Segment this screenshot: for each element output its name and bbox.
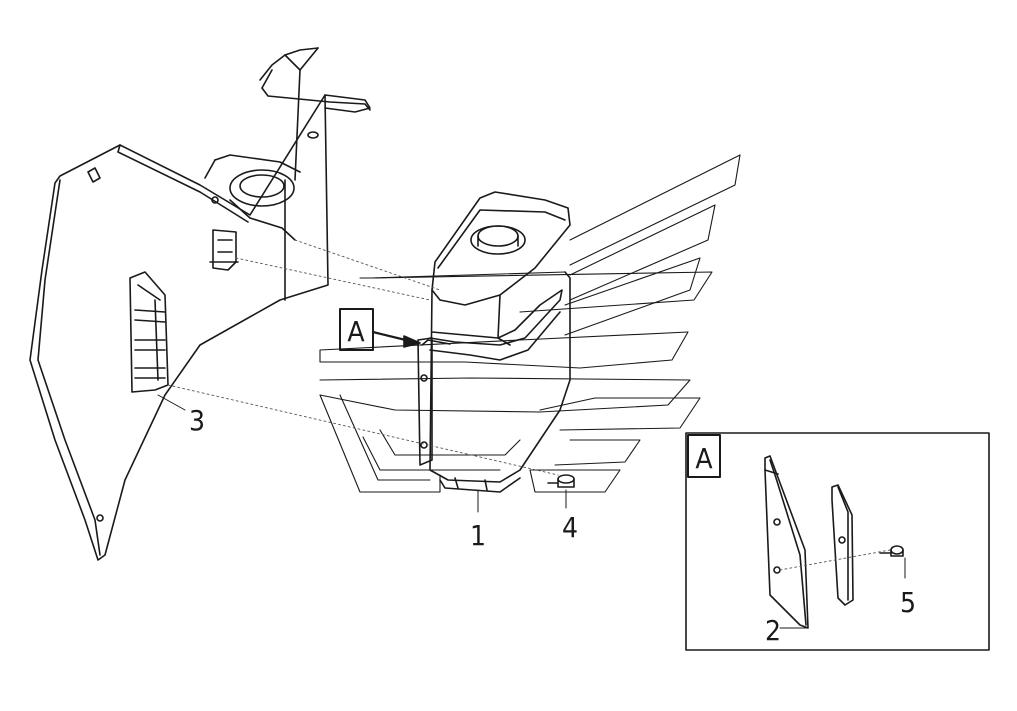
detail-assembly-line xyxy=(779,549,891,571)
fuel-tank xyxy=(417,191,571,493)
leader-line-3 xyxy=(157,394,186,411)
detail-view-label-box xyxy=(687,434,721,478)
detail-view-frame xyxy=(685,432,990,651)
callout-2: 2 xyxy=(765,614,781,647)
detail-marker-label: A xyxy=(347,315,365,348)
callout-3: 3 xyxy=(189,404,205,437)
bolt-5 xyxy=(879,545,904,557)
bracket-2 xyxy=(764,455,809,629)
leader-strips xyxy=(319,154,741,493)
plate xyxy=(831,484,854,606)
bolt-4 xyxy=(547,474,575,488)
callout-1: 1 xyxy=(470,519,486,552)
assembly-lines xyxy=(167,239,559,476)
fender-panel xyxy=(29,47,371,561)
detail-view-label: A xyxy=(695,442,713,475)
callout-5: 5 xyxy=(900,586,916,619)
callout-4: 4 xyxy=(562,511,578,544)
detail-pointer-arrowhead xyxy=(403,335,421,348)
detail-marker-box xyxy=(339,308,374,351)
